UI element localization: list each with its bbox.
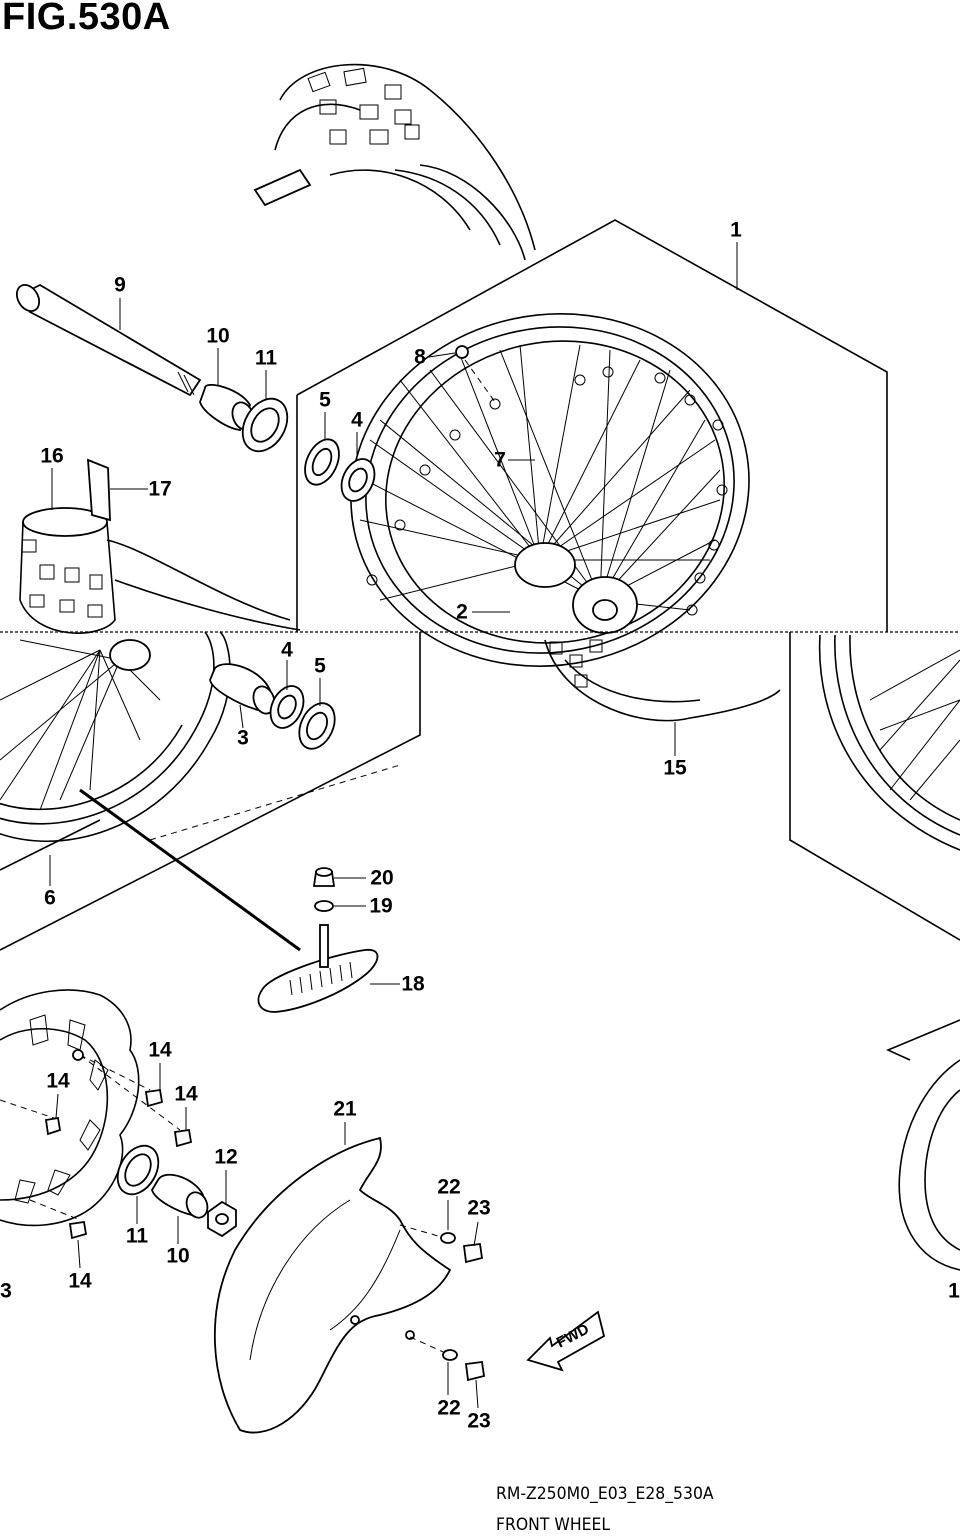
brake-disc-right — [885, 1019, 960, 1271]
callout-10b: 10 — [166, 1245, 189, 1268]
figure-title: FIG.530A — [2, 0, 171, 38]
tyre-lower — [544, 639, 781, 722]
valve-nut — [312, 867, 336, 887]
oil-seal-lower — [298, 702, 336, 750]
assembly-box-lower-left — [0, 632, 421, 951]
dust-seal-upper — [241, 397, 289, 453]
callout-10a: 10 — [206, 325, 229, 348]
callout-14b: 14 — [174, 1083, 198, 1106]
callout-6: 6 — [44, 887, 56, 910]
inner-tube — [257, 924, 379, 1013]
callout-7: 7 — [494, 449, 506, 472]
wheel-spacer — [209, 663, 276, 715]
callout-12: 12 — [214, 1146, 237, 1169]
callout-17: 17 — [148, 478, 171, 501]
tyre-section-top — [253, 63, 536, 261]
callout-labels: 1 2 3 4 4 5 5 6 7 8 9 10 10 11 11 12 14 … — [0, 219, 960, 1433]
callout-2: 2 — [456, 601, 468, 624]
callout-3-edge: 3 — [0, 1280, 12, 1303]
callout-19: 19 — [369, 895, 392, 918]
callout-3: 3 — [237, 727, 249, 750]
callout-21: 21 — [333, 1098, 357, 1121]
leader-lines — [49, 242, 738, 1409]
axle-nut — [207, 1200, 237, 1238]
fender-bolt-upper — [462, 1242, 484, 1264]
callout-15: 15 — [663, 757, 687, 780]
callout-14c: 14 — [46, 1070, 70, 1093]
bearing-upper — [340, 458, 376, 502]
valve-washer — [314, 900, 334, 912]
callout-20: 20 — [370, 867, 393, 890]
disc-bolt-a — [44, 1116, 62, 1136]
callout-5a: 5 — [319, 389, 331, 412]
rim-lock-screw — [455, 345, 496, 403]
tyre-left — [19, 458, 301, 634]
front-wheel-assembly — [350, 313, 750, 667]
fender-washer-lower — [442, 1349, 458, 1361]
front-axle — [15, 283, 202, 397]
callout-4b: 4 — [281, 639, 293, 662]
disc-bolt-d — [68, 1220, 88, 1240]
callout-1: 1 — [730, 219, 742, 242]
callout-23a: 23 — [467, 1197, 490, 1220]
dust-seal-lower — [116, 1144, 160, 1196]
tube-leader-line — [79, 788, 301, 952]
callout-11a: 11 — [255, 347, 278, 370]
disc-bolt-b — [144, 1088, 164, 1108]
callout-14a: 14 — [148, 1039, 172, 1062]
fender-bolt-lower — [464, 1360, 486, 1382]
callout-11b: 11 — [126, 1225, 149, 1248]
front-wheel-lower-right — [789, 632, 960, 941]
front-fender — [214, 1136, 452, 1434]
callout-18: 18 — [401, 973, 425, 996]
oil-seal-upper — [304, 438, 340, 486]
callout-14d: 14 — [68, 1270, 92, 1293]
callout-22a: 22 — [437, 1176, 460, 1199]
callout-8: 8 — [414, 346, 426, 369]
brake-disc — [0, 989, 181, 1227]
fwd-arrow-icon: FWD — [526, 1310, 606, 1372]
callout-5b: 5 — [314, 655, 326, 678]
bearing-lower — [269, 685, 305, 729]
model-code: RM-Z250M0_E03_E28_530A — [496, 1484, 714, 1504]
callout-1-edge: 1 — [948, 1280, 960, 1303]
axle-spacer-lower — [151, 1173, 209, 1219]
section-name: FRONT WHEEL — [496, 1515, 611, 1535]
front-wheel-lower-left — [0, 631, 231, 843]
disc-bolt-c — [173, 1128, 193, 1148]
callout-23b: 23 — [467, 1410, 490, 1433]
callout-4a: 4 — [351, 409, 363, 432]
callout-9: 9 — [114, 274, 126, 297]
fender-washer-upper — [440, 1232, 456, 1244]
callout-22b: 22 — [437, 1397, 460, 1420]
callout-16: 16 — [40, 445, 63, 468]
assembly-box-upper — [296, 219, 888, 632]
